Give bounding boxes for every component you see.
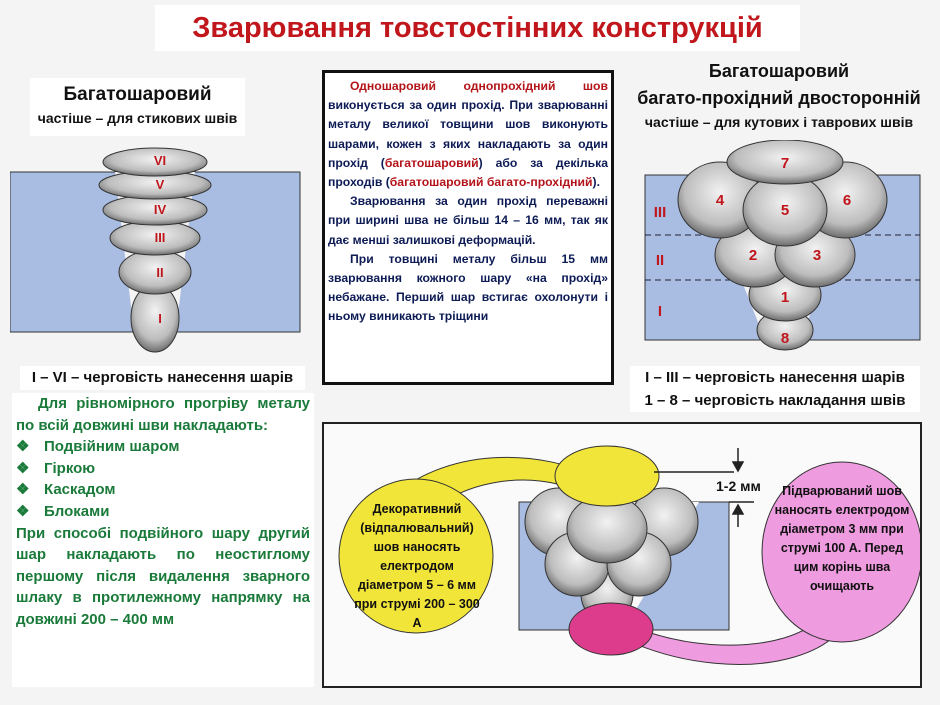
list-item: ❖Каскадом	[16, 479, 310, 501]
bead-label: 7	[781, 155, 789, 172]
bead-label: 8	[781, 330, 789, 347]
list-item: ❖Блоками	[16, 501, 310, 523]
weld-passes-diagram: 1-2 мм Декоративний (відпалювальний) шов…	[322, 422, 922, 688]
yellow-callout-text: Декоративний (відпалювальний) шов нанося…	[354, 502, 480, 630]
paragraph-1: Одношаровий однопрохідний шов виконуєтьс…	[328, 79, 608, 190]
diamond-dots-icon: ❖	[16, 459, 30, 477]
layer-label: IV	[154, 202, 167, 217]
layer-label: VI	[154, 153, 166, 168]
paragraph-2: Зварювання за один прохід переважні при …	[328, 194, 608, 247]
bead-label: 6	[843, 192, 851, 209]
layer-label: II	[156, 265, 163, 280]
weld-passes-graphic: 1-2 мм	[338, 445, 920, 665]
bead-label: 2	[749, 247, 757, 264]
yellow-callout	[338, 478, 494, 634]
layer-methods-text: Для рівномірного прогріву металу по всій…	[12, 393, 314, 687]
left-caption: I – VI – черговість нанесення шарів	[20, 366, 305, 390]
multilayer-butt-weld-diagram: VI V IV III II I	[10, 147, 301, 353]
left-heading: Багатошаровий частіше – для стикових шві…	[30, 78, 245, 136]
decorative-pass	[554, 445, 660, 507]
bead-label: 4	[716, 192, 725, 209]
bead-label: 5	[781, 202, 789, 219]
list-item: ❖Гіркою	[16, 458, 310, 480]
layer-label: II	[656, 252, 664, 269]
right-caption: I – III – черговість нанесення шарів 1 –…	[630, 366, 920, 412]
left-heading-subtitle: частіше – для стикових швів	[37, 110, 238, 126]
bead-label: 3	[813, 247, 821, 264]
paragraph-3: При товщині металу більш 15 мм зварюванн…	[328, 251, 608, 324]
diamond-dots-icon: ❖	[16, 481, 30, 499]
diamond-dots-icon: ❖	[16, 502, 30, 520]
multipass-double-sided-weld-diagram: 7 4 5 6 2 3 1 8 III II I	[644, 140, 921, 351]
right-caption-layers: I – III – черговість нанесення шарів	[645, 369, 905, 386]
right-heading-title: Багатошаровий	[708, 61, 850, 81]
layer-label: I	[158, 311, 162, 326]
bead-label: 1	[781, 289, 789, 306]
bead-7	[726, 140, 844, 185]
dimension-label: 1-2 мм	[716, 478, 761, 494]
pink-callout	[761, 461, 920, 643]
left-heading-title: Багатошаровий	[63, 84, 212, 105]
methods-intro: Для рівномірного прогріву металу по всій…	[16, 395, 310, 434]
right-caption-beads: 1 – 8 – черговість накладання швів	[644, 392, 906, 409]
layer-VI	[102, 147, 208, 177]
layer-label: III	[654, 204, 667, 221]
methods-list: ❖Подвійним шаром ❖Гіркою ❖Каскадом ❖Блок…	[16, 436, 310, 522]
slide-title: Зварювання товстостінних конструкцій	[155, 5, 800, 51]
list-item: ❖Подвійним шаром	[16, 436, 310, 458]
layer-label: I	[658, 303, 662, 320]
layer-label: III	[155, 230, 166, 245]
dimension-arrows	[654, 448, 754, 527]
pink-callout-text: Підварюваний шов наносять електродом діа…	[774, 484, 910, 593]
right-heading: Багатошаровий багато-прохідний двосторон…	[620, 58, 938, 132]
methods-outro: При способі подвійного шару другий шар н…	[16, 524, 310, 628]
diamond-dots-icon: ❖	[16, 438, 30, 456]
root-pass	[568, 602, 654, 656]
right-heading-title-2: багато-прохідний двосторонній	[637, 88, 921, 108]
explanation-box: Одношаровий однопрохідний шов виконуєтьс…	[322, 70, 614, 385]
layer-II	[118, 249, 192, 295]
right-heading-subtitle: частіше – для кутових і таврових швів	[644, 114, 914, 130]
layer-label: V	[156, 177, 165, 192]
